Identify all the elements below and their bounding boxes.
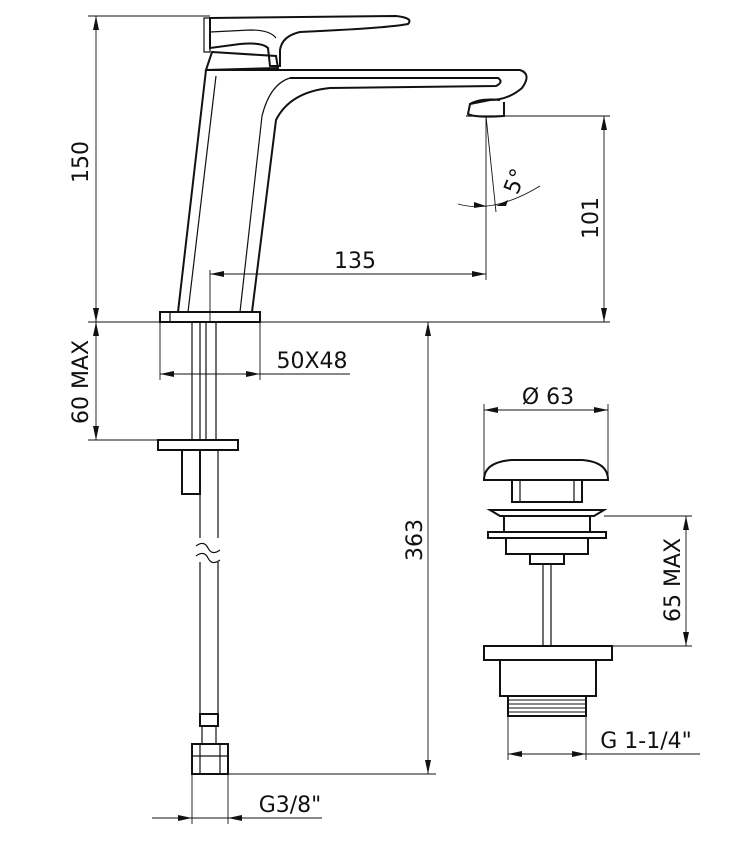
- dim-hose-length-label: 363: [403, 519, 428, 561]
- dim-waste-diameter: Ø 63: [483, 385, 609, 480]
- mixer-tap: [159, 14, 528, 323]
- dim-deck-max: 60 MAX: [69, 322, 158, 441]
- dim-tap-height: 150: [69, 15, 210, 323]
- dim-spout-reach-label: 135: [334, 249, 376, 274]
- dim-waste-thread: G 1-1/4": [507, 716, 700, 760]
- dim-hose-thread: G3/8": [152, 774, 322, 824]
- hose-nut: [191, 743, 229, 775]
- dim-hose-thread-label: G3/8": [259, 793, 322, 818]
- tap-lever: [209, 14, 411, 67]
- dim-waste-diameter-label: Ø 63: [522, 385, 574, 410]
- dim-spout-height-label: 101: [579, 197, 604, 239]
- dim-tap-height-label: 150: [69, 141, 94, 183]
- dim-waste-max-label: 65 MAX: [661, 538, 686, 622]
- fixing-washer: [157, 439, 239, 451]
- fixing-assembly: [157, 322, 239, 775]
- dim-spout-reach: 135: [209, 116, 487, 322]
- waste-valve: [482, 459, 613, 717]
- waste-body: [483, 645, 613, 661]
- dim-base-size: 50X48: [159, 322, 350, 380]
- dim-spout-angle: 5°: [457, 115, 541, 213]
- dim-hose-length: 363: [228, 322, 436, 775]
- dim-waste-max: 65 MAX: [604, 515, 692, 647]
- dim-waste-thread-label: G 1-1/4": [600, 729, 692, 754]
- waste-cap: [482, 459, 610, 481]
- dim-deck-max-label: 60 MAX: [69, 340, 94, 424]
- dim-spout-height: 101: [260, 115, 610, 323]
- dim-base-size-label: 50X48: [276, 349, 347, 374]
